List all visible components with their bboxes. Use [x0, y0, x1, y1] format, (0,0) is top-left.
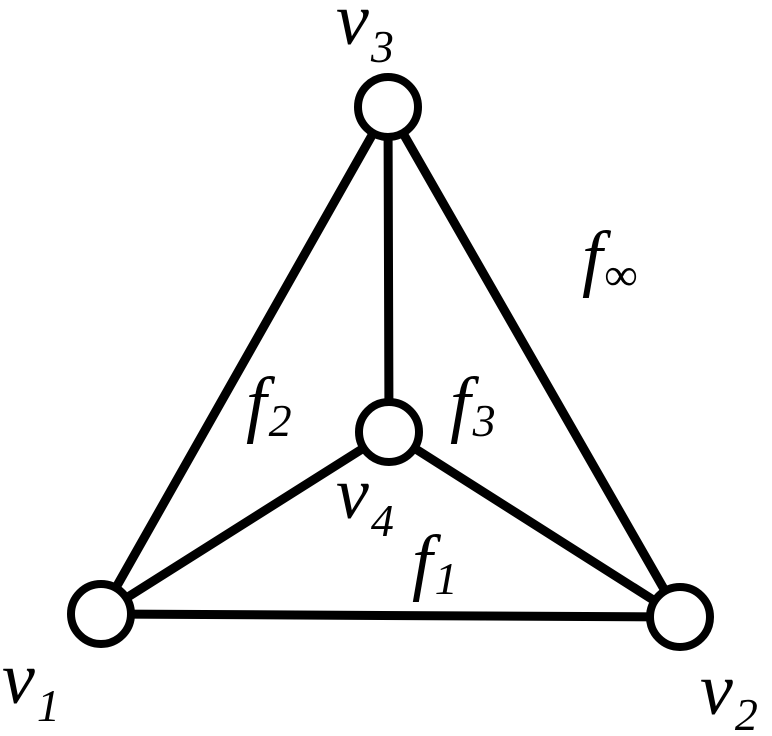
face-index-f1: 1: [435, 553, 458, 604]
face-index-f2: 2: [269, 395, 292, 446]
face-label-f2: f2: [246, 363, 292, 446]
edge-v1-v4: [96, 427, 394, 619]
vertex-label-v3: v3: [336, 0, 394, 72]
vertex-index-v1: 1: [37, 680, 60, 731]
vertices-group: [67, 73, 714, 651]
face-label-f1: f1: [412, 521, 458, 604]
edge-v2-v4: [384, 427, 685, 622]
vertex-index-v2: 2: [735, 689, 758, 736]
vertex-index-v3: 3: [370, 21, 394, 72]
face-label-f-inf: f∞: [582, 217, 637, 300]
vertex-label-v2: v2: [700, 649, 758, 736]
edge-v1-v3: [96, 102, 393, 619]
vertex-letter-v3: v: [336, 0, 369, 61]
vertex-node-v3: [354, 73, 422, 141]
vertex-label-v1: v1: [2, 638, 60, 731]
face-index-f-inf: ∞: [605, 249, 638, 300]
edges-group: [96, 102, 685, 622]
edge-v3-v4: [383, 102, 394, 437]
vertex-index-v4: 4: [371, 495, 394, 546]
edge-v1-v2: [96, 609, 685, 622]
vertex-node-v1: [67, 580, 135, 648]
vertex-node-v2: [646, 583, 714, 651]
face-label-f3: f3: [450, 363, 496, 446]
vertex-letter-v2: v: [700, 649, 733, 731]
vertex-node-v4: [355, 398, 423, 466]
vertex-label-v4: v4: [336, 453, 394, 546]
edge-v2-v3: [383, 102, 685, 622]
vertex-letter-v4: v: [336, 453, 369, 535]
face-index-f3: 3: [472, 395, 496, 446]
vertex-letter-v1: v: [2, 638, 35, 720]
